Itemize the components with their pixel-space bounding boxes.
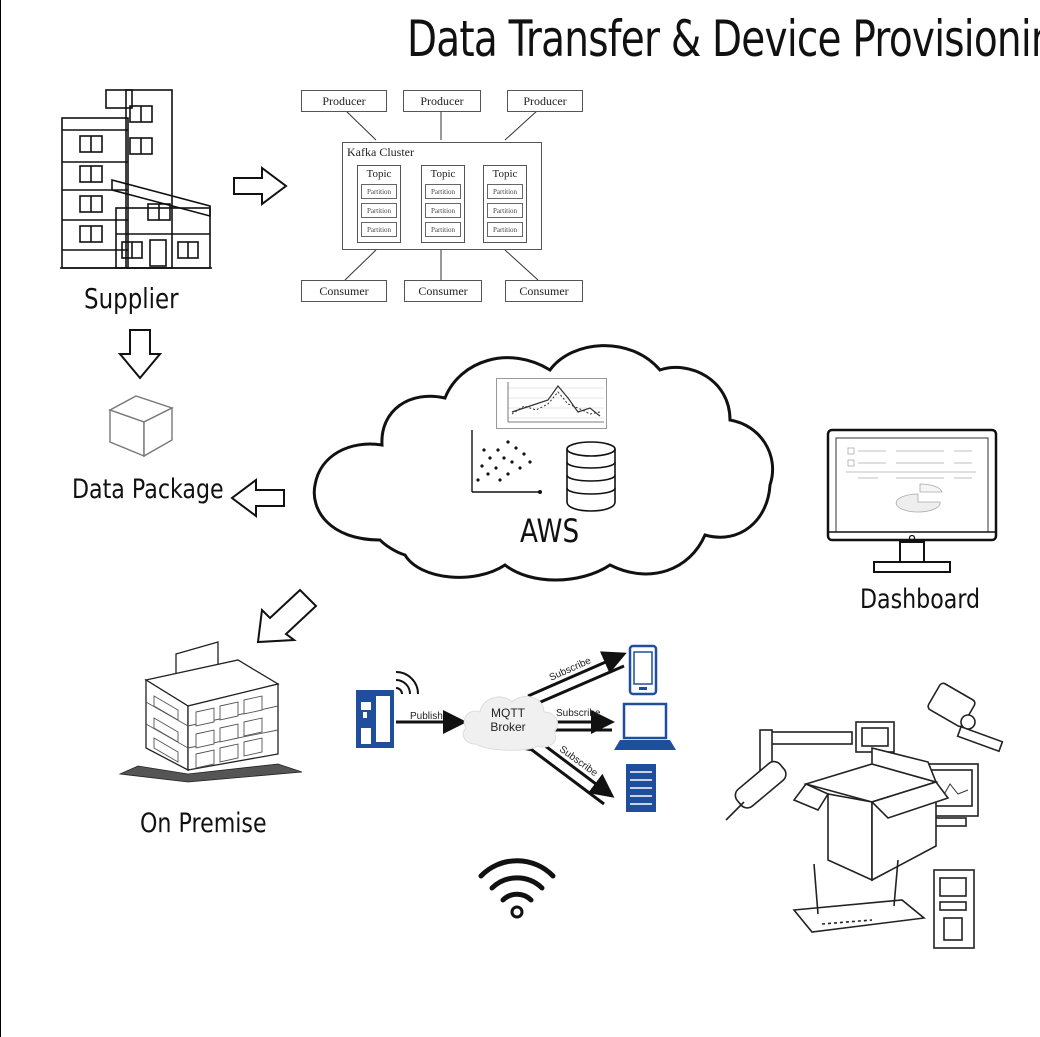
kafka-partition: Partition (361, 203, 397, 218)
box-icon (108, 395, 174, 458)
kafka-producer-3: Producer (507, 90, 583, 112)
page-title: Data Transfer & Device Provisioning (407, 10, 1040, 68)
kafka-topic-title: Topic (366, 168, 392, 180)
kafka-partition: Partition (425, 222, 461, 237)
kafka-producer-1: Producer (301, 90, 387, 112)
kafka-topic-title: Topic (492, 168, 518, 180)
server-icon (626, 764, 656, 812)
mqtt-broker-cloud-icon (462, 696, 559, 751)
kafka-cluster-title: Kafka Cluster (347, 145, 414, 159)
wifi-icon (478, 858, 556, 919)
iot-devices-icon (725, 682, 1004, 949)
arrow-right-icon (233, 166, 288, 206)
arrow-down-icon (117, 329, 163, 380)
kafka-topic-1: Topic Partition Partition Partition (357, 165, 401, 243)
arrow-down-left-icon (256, 588, 318, 644)
laptop-icon (614, 702, 676, 750)
kafka-consumer-2: Consumer (404, 280, 482, 302)
publish-label: Publish (410, 711, 443, 722)
kafka-consumer-1: Consumer (301, 280, 387, 302)
mqtt-broker-line1: MQTT (491, 706, 525, 720)
line-chart-icon (496, 378, 607, 429)
kafka-partition: Partition (425, 203, 461, 218)
aws-label: AWS (520, 512, 580, 550)
smartphone-icon (628, 644, 658, 696)
kafka-partition: Partition (487, 184, 523, 199)
subscribe-label-2: Subscribe (556, 708, 601, 719)
kafka-partition: Partition (361, 184, 397, 199)
office-building-icon (118, 641, 303, 783)
kafka-topic-3: Topic Partition Partition Partition (483, 165, 527, 243)
mqtt-broker-label: MQTT Broker (476, 706, 540, 734)
on-premise-label: On Premise (140, 808, 267, 839)
kafka-partition: Partition (487, 203, 523, 218)
kafka-partition: Partition (425, 184, 461, 199)
kafka-topic-title: Topic (430, 168, 456, 180)
kafka-partition: Partition (361, 222, 397, 237)
kafka-producer-2: Producer (403, 90, 481, 112)
dashboard-label: Dashboard (860, 584, 981, 615)
iot-publisher-icon (356, 671, 419, 748)
data-package-label: Data Package (72, 474, 224, 505)
cloud-icon (312, 344, 775, 582)
building-icon (60, 89, 212, 269)
monitor-icon (826, 428, 998, 573)
kafka-cluster: Kafka Cluster Topic Partition Partition … (342, 142, 542, 250)
arrow-left-icon (230, 478, 285, 518)
kafka-topic-2: Topic Partition Partition Partition (421, 165, 465, 243)
scatter-plot-icon (471, 430, 542, 494)
kafka-consumer-3: Consumer (505, 280, 583, 302)
database-icon (566, 441, 616, 512)
mqtt-broker-line2: Broker (490, 720, 526, 734)
left-border (0, 0, 1, 1037)
supplier-label: Supplier (84, 282, 179, 315)
kafka-partition: Partition (487, 222, 523, 237)
